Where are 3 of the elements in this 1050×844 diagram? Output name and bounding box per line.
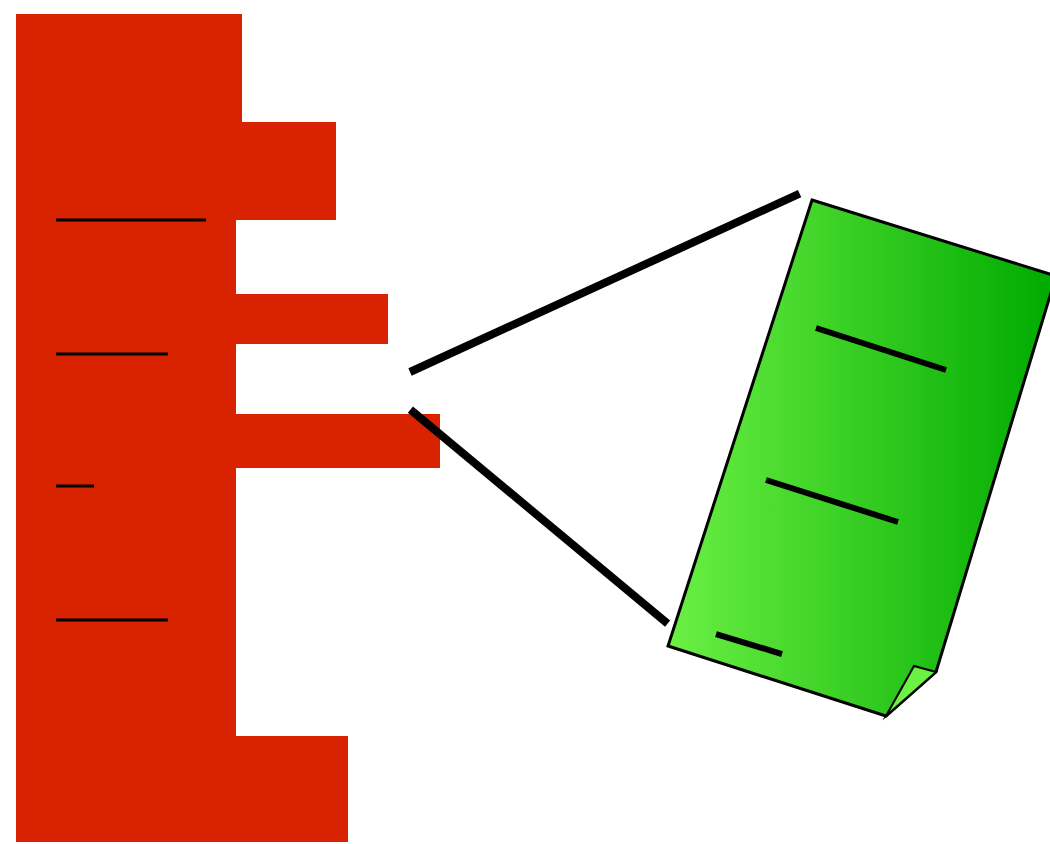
zoom-line bbox=[408, 189, 802, 376]
zoom-line bbox=[407, 406, 671, 627]
bar-drawing bbox=[16, 14, 440, 842]
